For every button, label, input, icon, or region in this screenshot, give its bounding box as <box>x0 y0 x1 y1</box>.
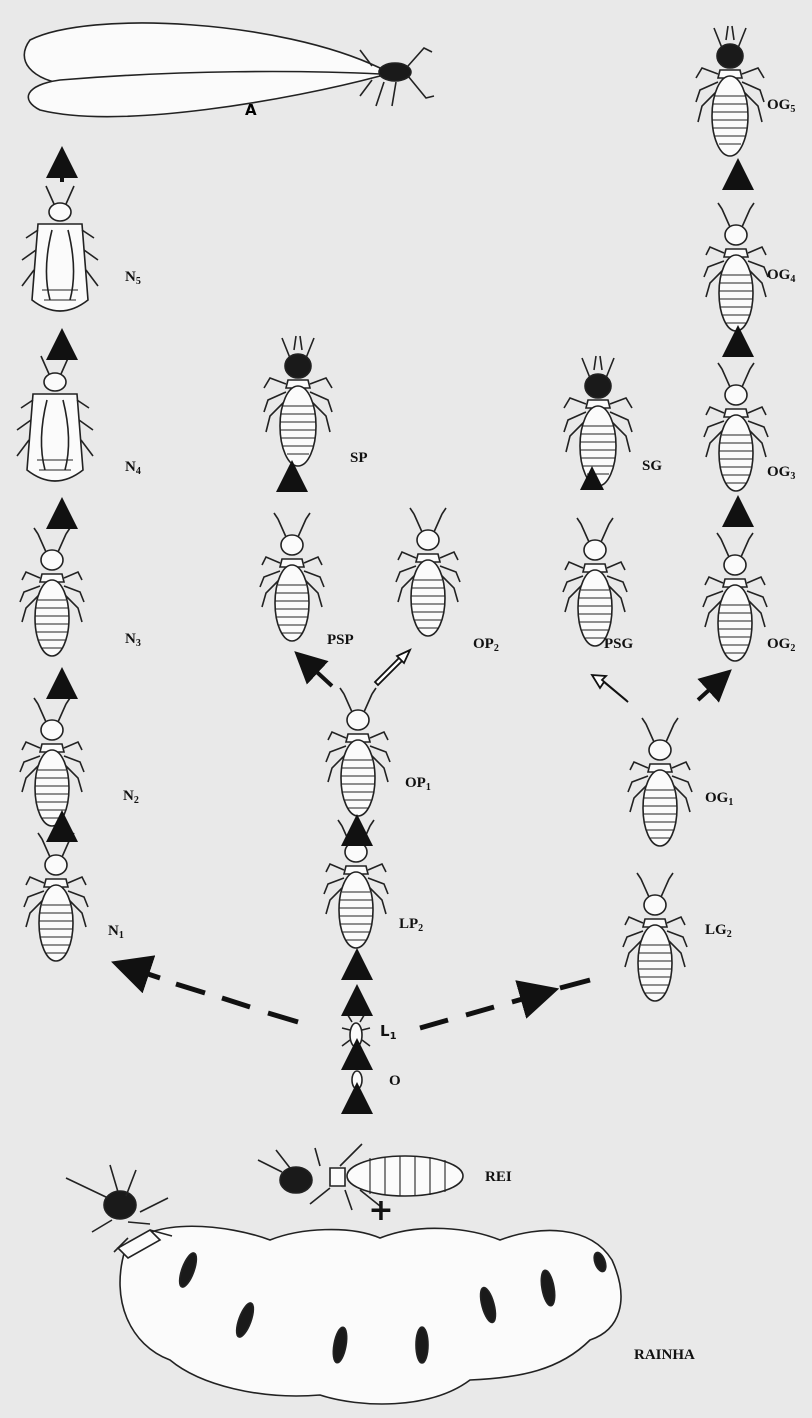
egg-o-drawing <box>352 1071 362 1089</box>
og1-drawing <box>628 718 692 846</box>
label-sp: SP <box>350 451 368 466</box>
larva-l1-drawing <box>342 1012 370 1047</box>
nymph-n3-drawing <box>20 528 84 656</box>
label-psp: PSP <box>327 633 354 648</box>
plus-sign: + <box>368 1193 393 1228</box>
nymph-n1-drawing <box>24 833 88 961</box>
label-lg2: LG2 <box>705 923 732 940</box>
lg2-drawing <box>623 873 687 1001</box>
label-og5: OG5 <box>767 98 795 115</box>
label-o: O <box>389 1074 401 1089</box>
alate-drawing <box>24 23 434 117</box>
queen-drawing <box>66 1165 621 1404</box>
label-n4: N4 <box>125 460 141 477</box>
nymph-n2-drawing <box>20 698 84 826</box>
label-n5: N5 <box>125 270 141 287</box>
label-og1: OG1 <box>705 791 733 808</box>
soldier-sp-drawing <box>264 336 332 466</box>
nymph-n5-drawing <box>22 186 98 311</box>
label-psg: PSG <box>604 637 633 652</box>
presoldier-psg-drawing <box>563 518 627 646</box>
label-n1: N1 <box>108 924 124 941</box>
op2-drawing <box>396 508 460 636</box>
label-op1: OP1 <box>405 776 431 793</box>
label-og3: OG3 <box>767 465 795 482</box>
label-n2: N2 <box>123 789 139 806</box>
label-rainha: RAINHA <box>634 1348 695 1363</box>
og3-drawing <box>704 363 768 491</box>
label-l1: L1 <box>380 1024 397 1042</box>
og2-drawing <box>703 533 767 661</box>
king-drawing <box>258 1144 463 1210</box>
presoldier-psp-drawing <box>260 513 324 641</box>
dashed-arrow-to-n1 <box>130 968 298 1022</box>
label-lp2: LP2 <box>399 917 423 934</box>
dashed-arrow-to-lg2 <box>420 980 590 1028</box>
og5-drawing <box>696 26 764 156</box>
label-op2: OP2 <box>473 637 499 654</box>
soldier-sg-drawing <box>564 356 632 486</box>
alate-label: A <box>245 101 257 119</box>
label-sg: SG <box>642 459 662 474</box>
label-og4: OG4 <box>767 268 795 285</box>
op1-drawing <box>326 688 390 816</box>
label-rei: REI <box>485 1170 512 1185</box>
label-n3: N3 <box>125 632 141 649</box>
og4-drawing <box>704 203 768 331</box>
label-og2: OG2 <box>767 637 795 654</box>
nymph-n4-drawing <box>17 356 93 481</box>
